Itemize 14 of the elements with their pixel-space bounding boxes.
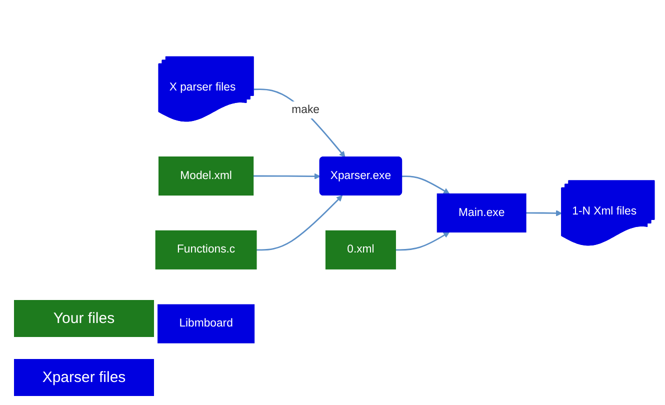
node-box: 0.xml — [325, 230, 396, 270]
node-box: Model.xml — [158, 156, 254, 196]
arrow — [253, 173, 320, 180]
node-box: Main.exe — [436, 194, 526, 233]
arrow — [254, 88, 346, 158]
legend-swatch: Your files — [14, 300, 154, 337]
legend-swatch: Xparser files — [14, 359, 154, 396]
arrow — [256, 195, 342, 251]
arrow — [526, 210, 562, 216]
node-box: Functions.c — [155, 230, 257, 270]
arrow — [402, 176, 450, 194]
node-box: Libmboard — [158, 304, 255, 344]
arrow — [396, 232, 450, 251]
edge-label: make — [292, 104, 320, 116]
